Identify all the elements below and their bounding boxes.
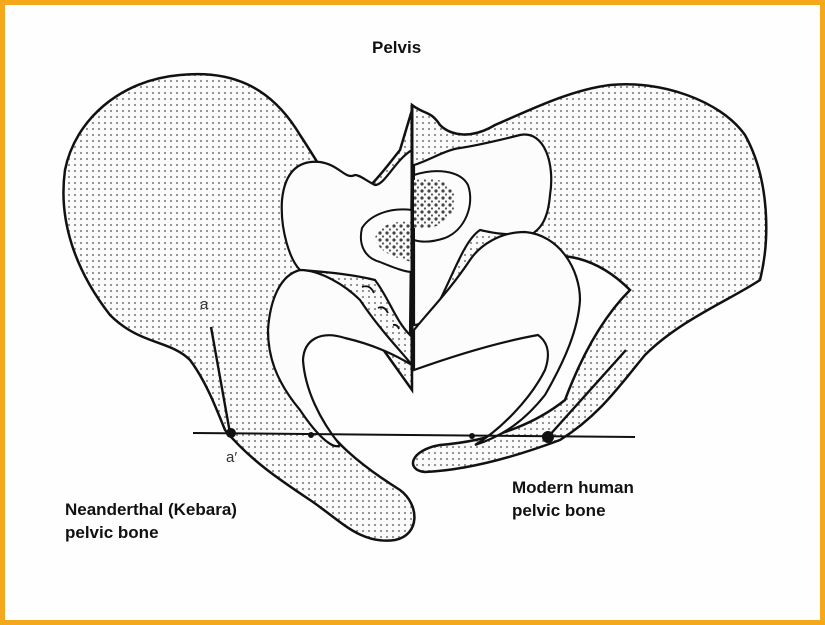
neanderthal-point [226, 428, 236, 438]
modern-human-label: Modern human pelvic bone [512, 476, 634, 522]
modern-human-label-line2: pelvic bone [512, 501, 606, 520]
neanderthal-label-line2: pelvic bone [65, 523, 159, 542]
point-a-label: a [200, 296, 209, 313]
neanderthal-measure-line [209, 326, 232, 434]
neanderthal-vertebra-core [375, 221, 412, 262]
modern-point [542, 431, 554, 443]
neanderthal-point-2 [308, 432, 314, 438]
modern-point-2 [469, 433, 475, 439]
neanderthal-label-line1: Neanderthal (Kebara) [65, 500, 237, 519]
modern-inlet [412, 230, 582, 447]
modern-human-label-line1: Modern human [512, 478, 634, 497]
point-a-prime-label: a′ [226, 449, 238, 466]
diagram-title: Pelvis [372, 38, 422, 57]
sacral-marks [361, 285, 400, 330]
modern-vertebra-core [414, 178, 456, 228]
modern-measure-line [547, 349, 627, 438]
neanderthal-sacrum [280, 148, 414, 338]
neanderthal-label: Neanderthal (Kebara) pelvic bone [65, 498, 237, 544]
baseline [192, 432, 636, 438]
neanderthal-inlet [266, 268, 413, 448]
